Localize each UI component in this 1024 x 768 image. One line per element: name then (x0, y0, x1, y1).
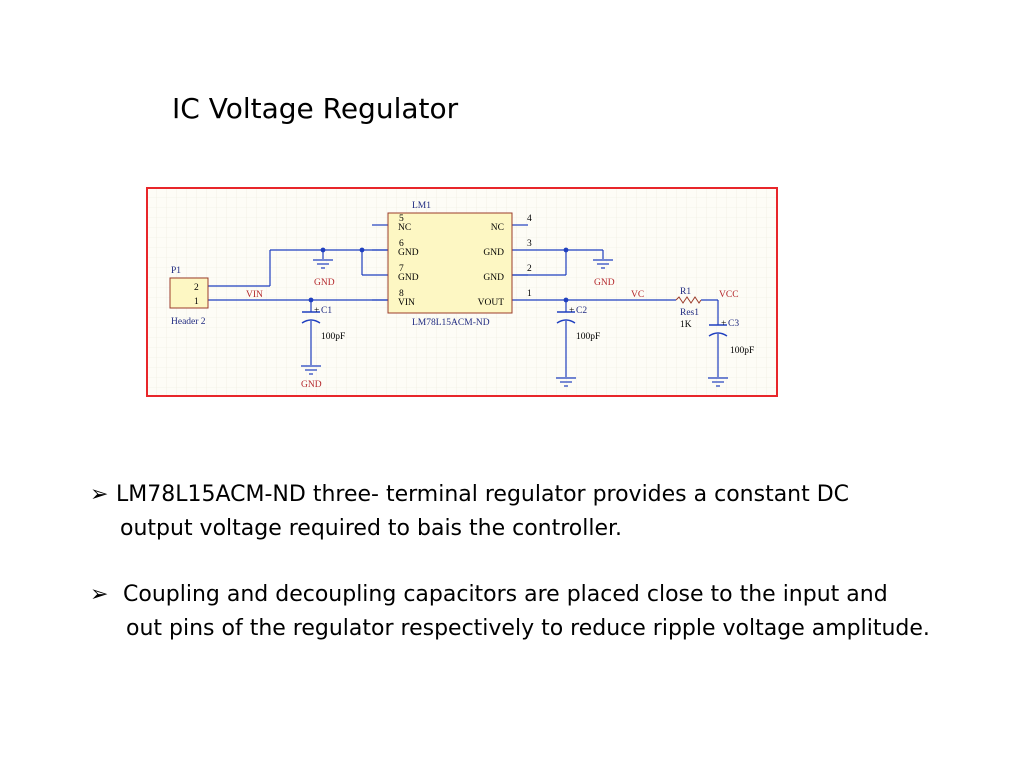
c2-value: 100pF (576, 332, 600, 342)
gnd-label-left: GND (314, 278, 335, 288)
junction-dots (308, 247, 569, 303)
c2-plus: + (569, 306, 574, 316)
r1-designator: R1 (680, 287, 691, 297)
header-pin-2: 2 (194, 283, 199, 293)
ic-pin-1-number: 1 (527, 289, 532, 299)
r1-part: Res1 (680, 308, 699, 318)
c1-designator: C1 (321, 306, 332, 316)
ic-pin-4-label: NC (491, 223, 504, 233)
schematic-svg: LM1 LM78L15ACM-ND NC GND GND VIN NC GND … (146, 187, 778, 397)
header-pin-1: 1 (194, 297, 199, 307)
c3-designator: C3 (728, 319, 739, 329)
ic-pin-2-number: 2 (527, 264, 532, 274)
ic-pin-5-number: 5 (399, 214, 404, 224)
header-part: Header 2 (171, 317, 206, 327)
ic-pin-6-label: GND (398, 248, 419, 258)
c2-designator: C2 (576, 306, 587, 316)
ground-symbols (301, 259, 728, 387)
header-designator: P1 (171, 266, 181, 276)
net-label-vc: VC (631, 290, 644, 300)
gnd-label-bottom: GND (301, 380, 322, 390)
ic-pin-5-label: NC (398, 223, 411, 233)
ic-pin-7-label: GND (398, 273, 419, 283)
bullet-1-line-1: LM78L15ACM-ND three- terminal regulator … (116, 482, 850, 507)
bullet-capacitors: ➢ Coupling and decoupling capacitors are… (90, 578, 930, 646)
net-label-vin: VIN (246, 290, 263, 300)
c1-plus: + (314, 306, 319, 316)
gnd-label-right: GND (594, 278, 615, 288)
ic-pin-4-number: 4 (527, 214, 532, 224)
slide-title: IC Voltage Regulator (172, 92, 459, 125)
regulator-schematic: LM1 LM78L15ACM-ND NC GND GND VIN NC GND … (146, 187, 778, 397)
bullet-arrow-icon: ➢ (90, 482, 109, 507)
bullet-2-line-2: out pins of the regulator respectively t… (126, 616, 930, 641)
ic-pin-3-label: GND (483, 248, 504, 258)
ic-lm1-body (387, 212, 513, 314)
wires (208, 224, 719, 377)
ic-pin-3-number: 3 (527, 239, 532, 249)
resistor-r1 (675, 296, 702, 304)
ic-designator: LM1 (412, 201, 431, 211)
ic-pin-8-number: 8 (399, 289, 404, 299)
ic-pin-1-label: VOUT (478, 298, 505, 308)
capacitor-symbols (301, 311, 728, 337)
header-p1-body (169, 277, 209, 309)
ic-pin-2-label: GND (483, 273, 504, 283)
net-label-vcc: VCC (719, 290, 739, 300)
bullet-2-line-1: Coupling and decoupling capacitors are p… (116, 582, 888, 607)
c3-value: 100pF (730, 346, 754, 356)
ic-pin-6-number: 6 (399, 239, 404, 249)
r1-value: 1K (680, 320, 692, 330)
c1-value: 100pF (321, 332, 345, 342)
bullet-arrow-icon: ➢ (90, 582, 109, 607)
ic-part-number: LM78L15ACM-ND (412, 318, 490, 328)
bullet-regulator: ➢ LM78L15ACM-ND three- terminal regulator… (90, 478, 849, 546)
bullet-1-line-2: output voltage required to bais the cont… (120, 516, 623, 541)
ic-pin-8-label: VIN (398, 298, 415, 308)
c3-plus: + (721, 319, 726, 329)
ic-pin-7-number: 7 (399, 264, 404, 274)
